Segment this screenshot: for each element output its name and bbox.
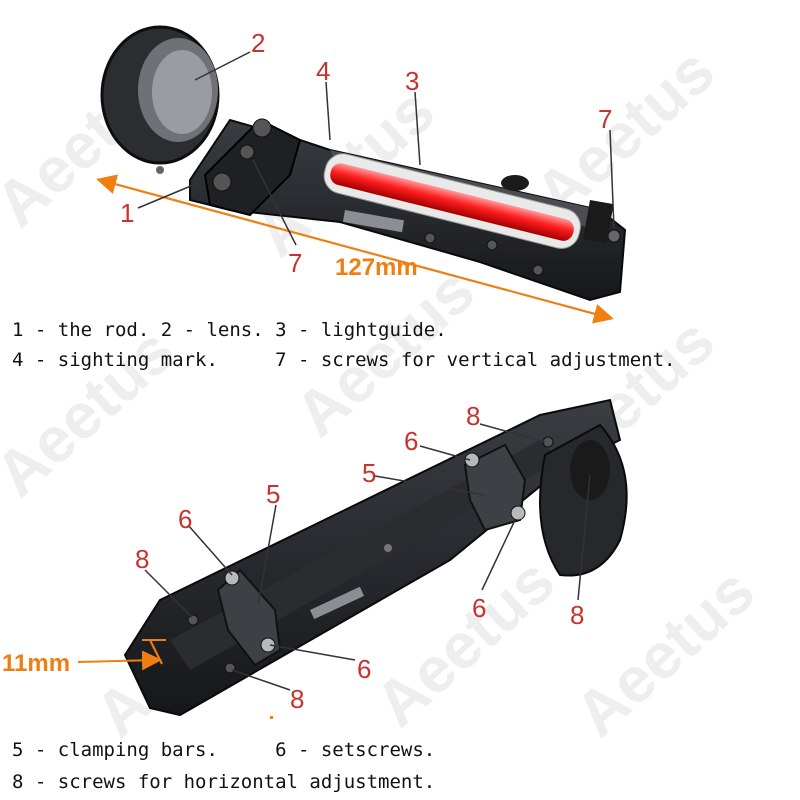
callout-6: 6 (357, 654, 371, 684)
height-dimension: 11mm (2, 639, 166, 677)
callout-6: 6 (472, 593, 486, 623)
lightguide-fiber (323, 153, 581, 249)
callout-6: 6 (178, 504, 192, 534)
callout-3: 3 (405, 66, 419, 96)
callout-2: 2 (251, 28, 265, 58)
callout-5: 5 (362, 458, 376, 488)
bottom-sight-image (123, 398, 628, 717)
callout-8: 8 (290, 684, 304, 714)
bottom-callouts: 8 6 5 6 8 5 6 8 6 8 (135, 401, 591, 719)
bottom-legend-line-2: 8 - screws for horizontal adjustment. (12, 771, 436, 793)
callout-8: 8 (466, 401, 480, 431)
callout-1: 1 (120, 198, 134, 228)
length-dimension: 127mm (96, 174, 614, 324)
callout-8: 8 (135, 544, 149, 574)
callout-8: 8 (570, 600, 584, 630)
top-legend-line-2: 4 - sighting mark. 7 - screws for vertic… (12, 349, 676, 371)
height-dimension-label: 11mm (2, 650, 70, 677)
callout-5: 5 (266, 479, 280, 509)
length-dimension-label: 127mm (335, 254, 418, 281)
top-legend-line-1: 1 - the rod. 2 - lens. 3 - lightguide. (12, 319, 447, 341)
callout-4: 4 (316, 56, 330, 86)
watermark-text: Aeetus (561, 554, 768, 750)
callout-7: 7 (598, 104, 612, 134)
watermark-text: Aeetus (0, 314, 188, 510)
callout-6: 6 (404, 426, 418, 456)
top-callouts: 1 2 3 4 7 7 (120, 28, 615, 278)
watermark-layer: Aeetus Aeetus Aeetus Aeetus Aeetus Aeetu… (0, 34, 768, 750)
callout-7: 7 (288, 248, 302, 278)
bottom-legend-line-1: 5 - clamping bars. 6 - setscrews. (12, 739, 436, 761)
top-sight-image (100, 25, 627, 302)
